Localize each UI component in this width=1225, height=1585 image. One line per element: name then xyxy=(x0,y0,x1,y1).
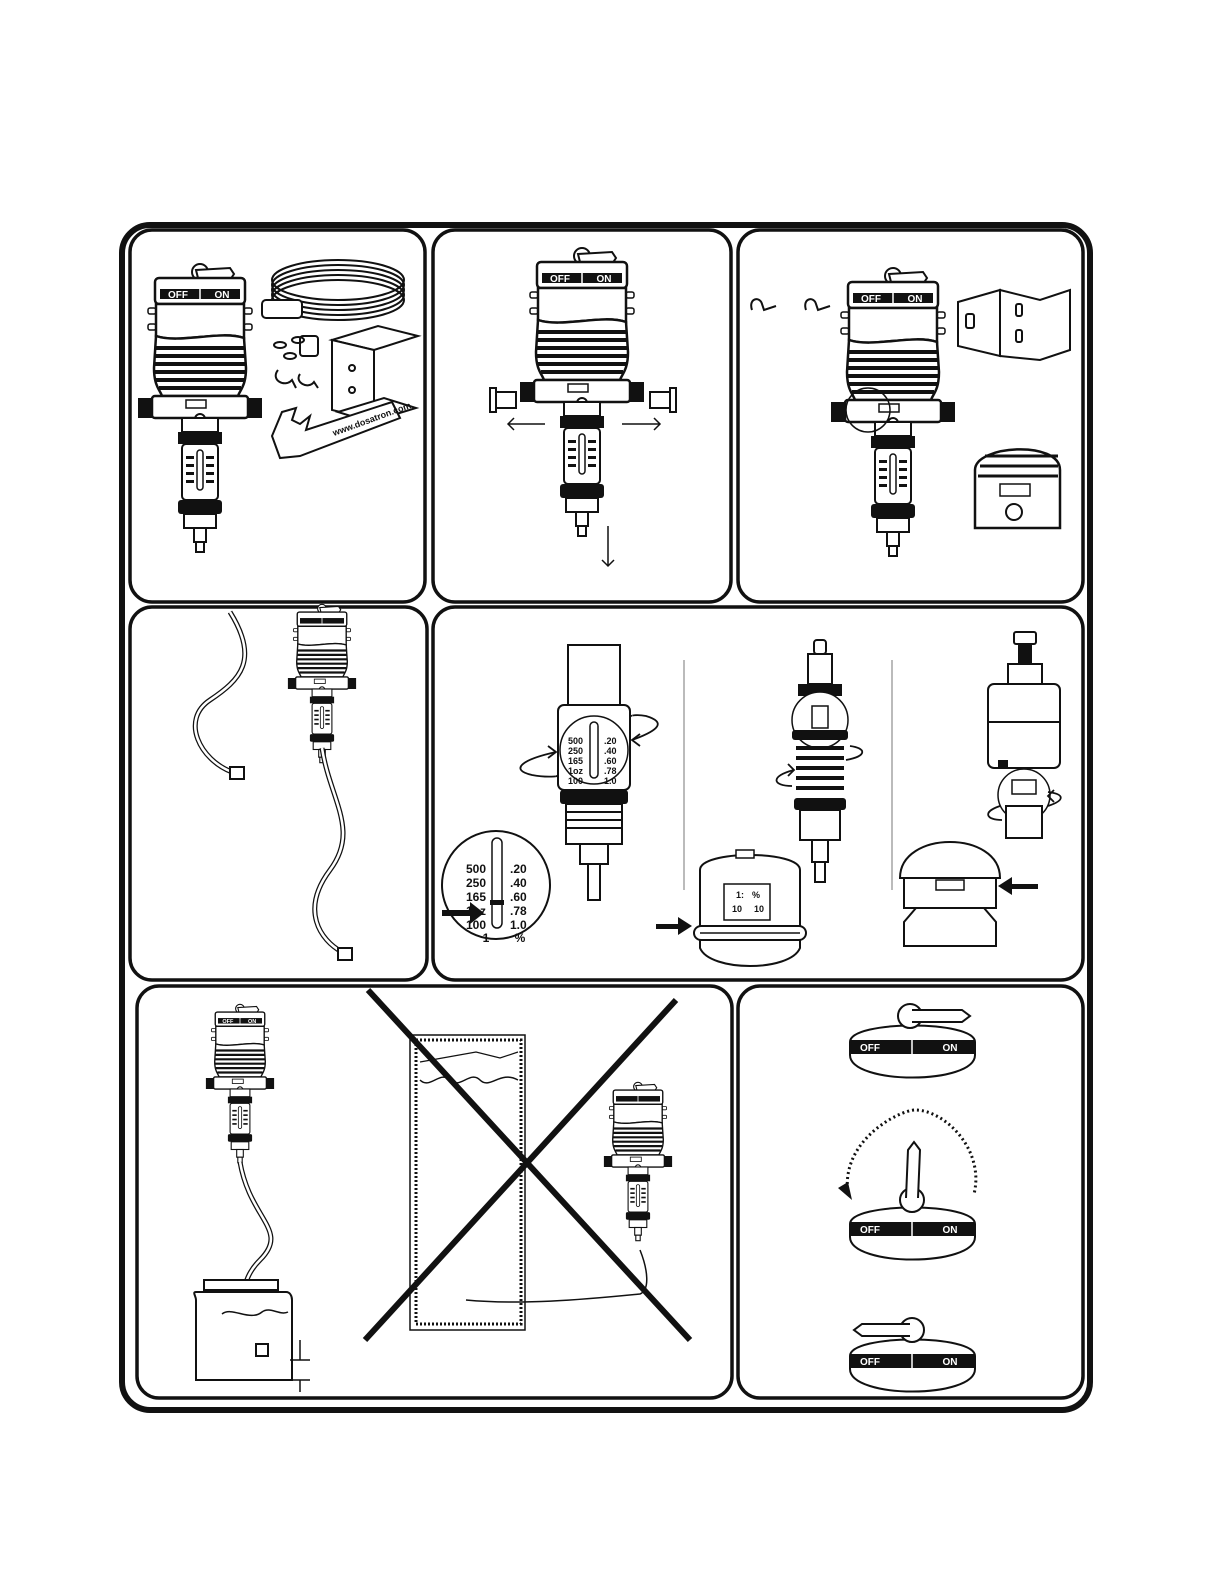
gauge-small-left-0: 500 xyxy=(568,736,583,746)
ratio-top-1: % xyxy=(752,890,760,900)
panel-6-correct-installation: OFF ON xyxy=(137,986,732,1398)
pump-off-label: OFF xyxy=(222,1019,234,1025)
handle-on-label: ON xyxy=(943,1043,958,1054)
outlet-cap xyxy=(650,388,676,412)
hose-end xyxy=(338,948,352,960)
gauge-large-right-3: .78 xyxy=(510,904,527,918)
panel-4-suction-hose xyxy=(130,604,427,980)
ratio-top-0: 1: xyxy=(736,890,744,900)
pump-on-label: ON xyxy=(215,290,230,301)
pump-off-label: OFF xyxy=(550,274,570,285)
pump-on-label: ON xyxy=(908,294,923,305)
gauge-small-right-2: .60 xyxy=(604,756,617,766)
panel-5-dosage-setting: 500 250 165 1oz 100 .20 .40 .60 .78 1.0 xyxy=(433,607,1083,980)
panel-1-unpacking: OFF ON ww xyxy=(130,230,425,602)
panel-3-mounting: OFF ON xyxy=(738,230,1083,602)
gauge-large-right-0: .20 xyxy=(510,862,527,876)
ratio-bottom-0: 10 xyxy=(732,904,742,914)
panel-7-bypass-handle: OFF ON OFF ON OFF ON xyxy=(738,986,1083,1398)
gauge-small-right-4: 1.0 xyxy=(604,776,617,786)
handle-on-label: ON xyxy=(943,1357,958,1368)
gauge-small-right-3: .78 xyxy=(604,766,617,776)
ratio-bottom-1: 10 xyxy=(754,904,764,914)
gauge-large-left-0: 500 xyxy=(466,862,486,876)
gauge-small-left-2: 165 xyxy=(568,756,583,766)
handle-on-label: ON xyxy=(943,1225,958,1236)
gauge-large-left-1: 250 xyxy=(466,876,486,890)
gauge-small-right-1: .40 xyxy=(604,746,617,756)
pump-on-label: ON xyxy=(248,1019,256,1025)
handle-off-label: OFF xyxy=(860,1043,880,1054)
gauge-small-left-1: 250 xyxy=(568,746,583,756)
gauge-large-left-4: 100 xyxy=(466,918,486,932)
gauge-small-left-4: 100 xyxy=(568,776,583,786)
handle-off-label: OFF xyxy=(860,1357,880,1368)
gauge-large-footer-0: 1 xyxy=(483,931,490,945)
panel-2-remove-caps: OFF ON xyxy=(433,230,731,602)
pump-off-label: OFF xyxy=(168,290,188,301)
bracket-icon xyxy=(958,290,1070,360)
inlet-cap xyxy=(490,388,516,412)
gauge-small-right-0: .20 xyxy=(604,736,617,746)
gauge-large-footer-1: % xyxy=(515,931,526,945)
hose-end xyxy=(230,767,244,779)
handle-off-label: OFF xyxy=(860,1225,880,1236)
gauge-large-right-1: .40 xyxy=(510,876,527,890)
gauge-large-right-4: 1.0 xyxy=(510,918,527,932)
pump-off-label: OFF xyxy=(861,294,881,305)
gauge-large-right-2: .60 xyxy=(510,890,527,904)
inlet-detail xyxy=(975,449,1060,528)
gauge-small-left-3: 1oz xyxy=(568,766,584,776)
gauge-large-left-2: 165 xyxy=(466,890,486,904)
pump-on-label: ON xyxy=(597,274,612,285)
